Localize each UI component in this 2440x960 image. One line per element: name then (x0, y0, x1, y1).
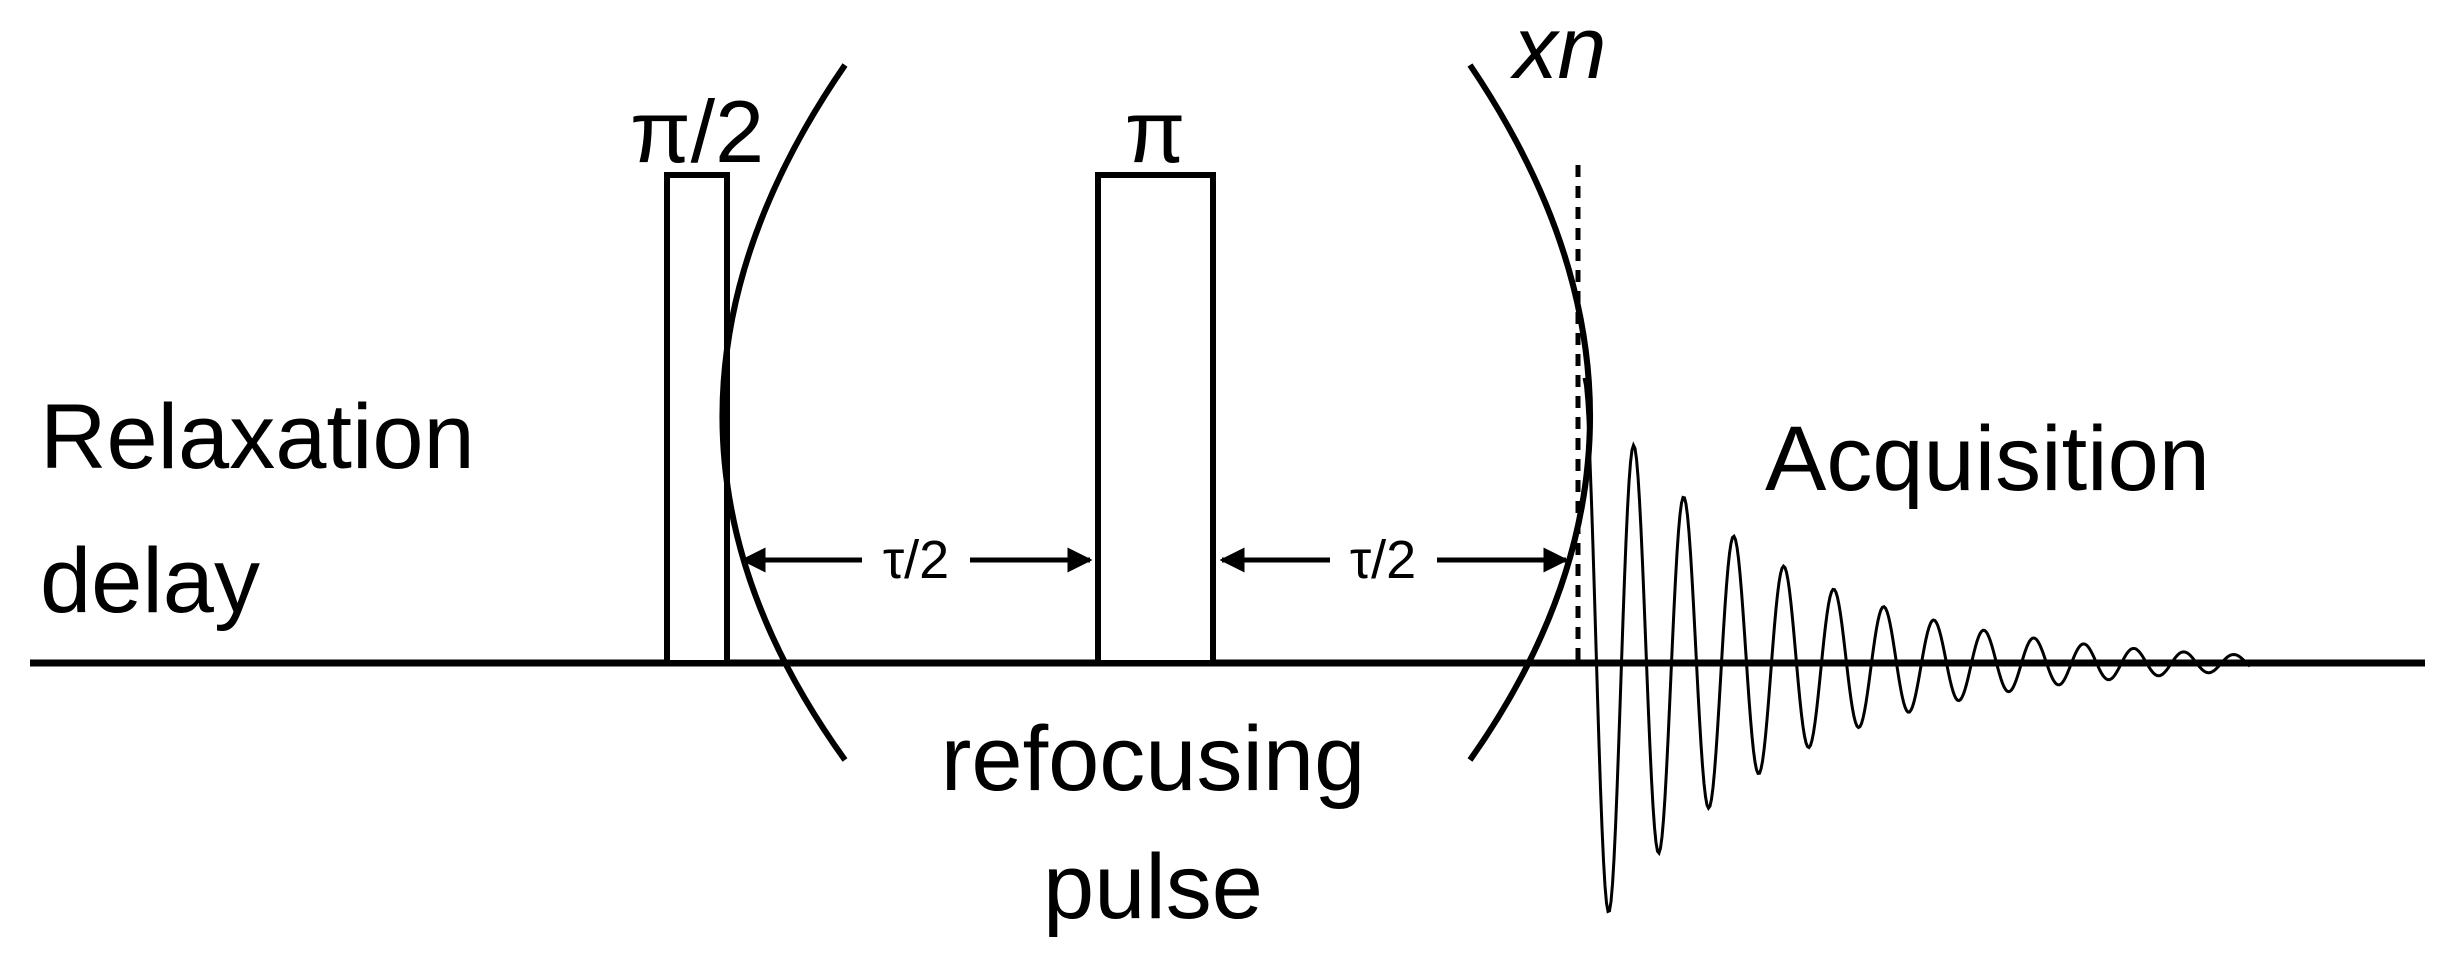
repeat-bracket-left (719, 63, 848, 762)
pulse-full-label: π (1125, 82, 1186, 181)
refocusing-label-line1: refocusing (941, 708, 1365, 810)
refocusing-label-line2: pulse (1043, 836, 1263, 938)
relaxation-label-line1: Relaxation (40, 386, 475, 488)
acquisition-label: Acquisition (1765, 408, 2210, 510)
repeat-bracket-right (1467, 63, 1593, 762)
fid-signal (1582, 377, 2251, 914)
repeat-label: xn (1510, 0, 1607, 97)
tau-right-label: τ/2 (1350, 530, 1416, 590)
pulse-full-block (1095, 172, 1216, 666)
pulse-half-label: π/2 (630, 82, 764, 181)
tau-left-label: τ/2 (883, 530, 949, 590)
pulse-half-block (664, 172, 730, 666)
relaxation-label-line2: delay (40, 530, 260, 632)
